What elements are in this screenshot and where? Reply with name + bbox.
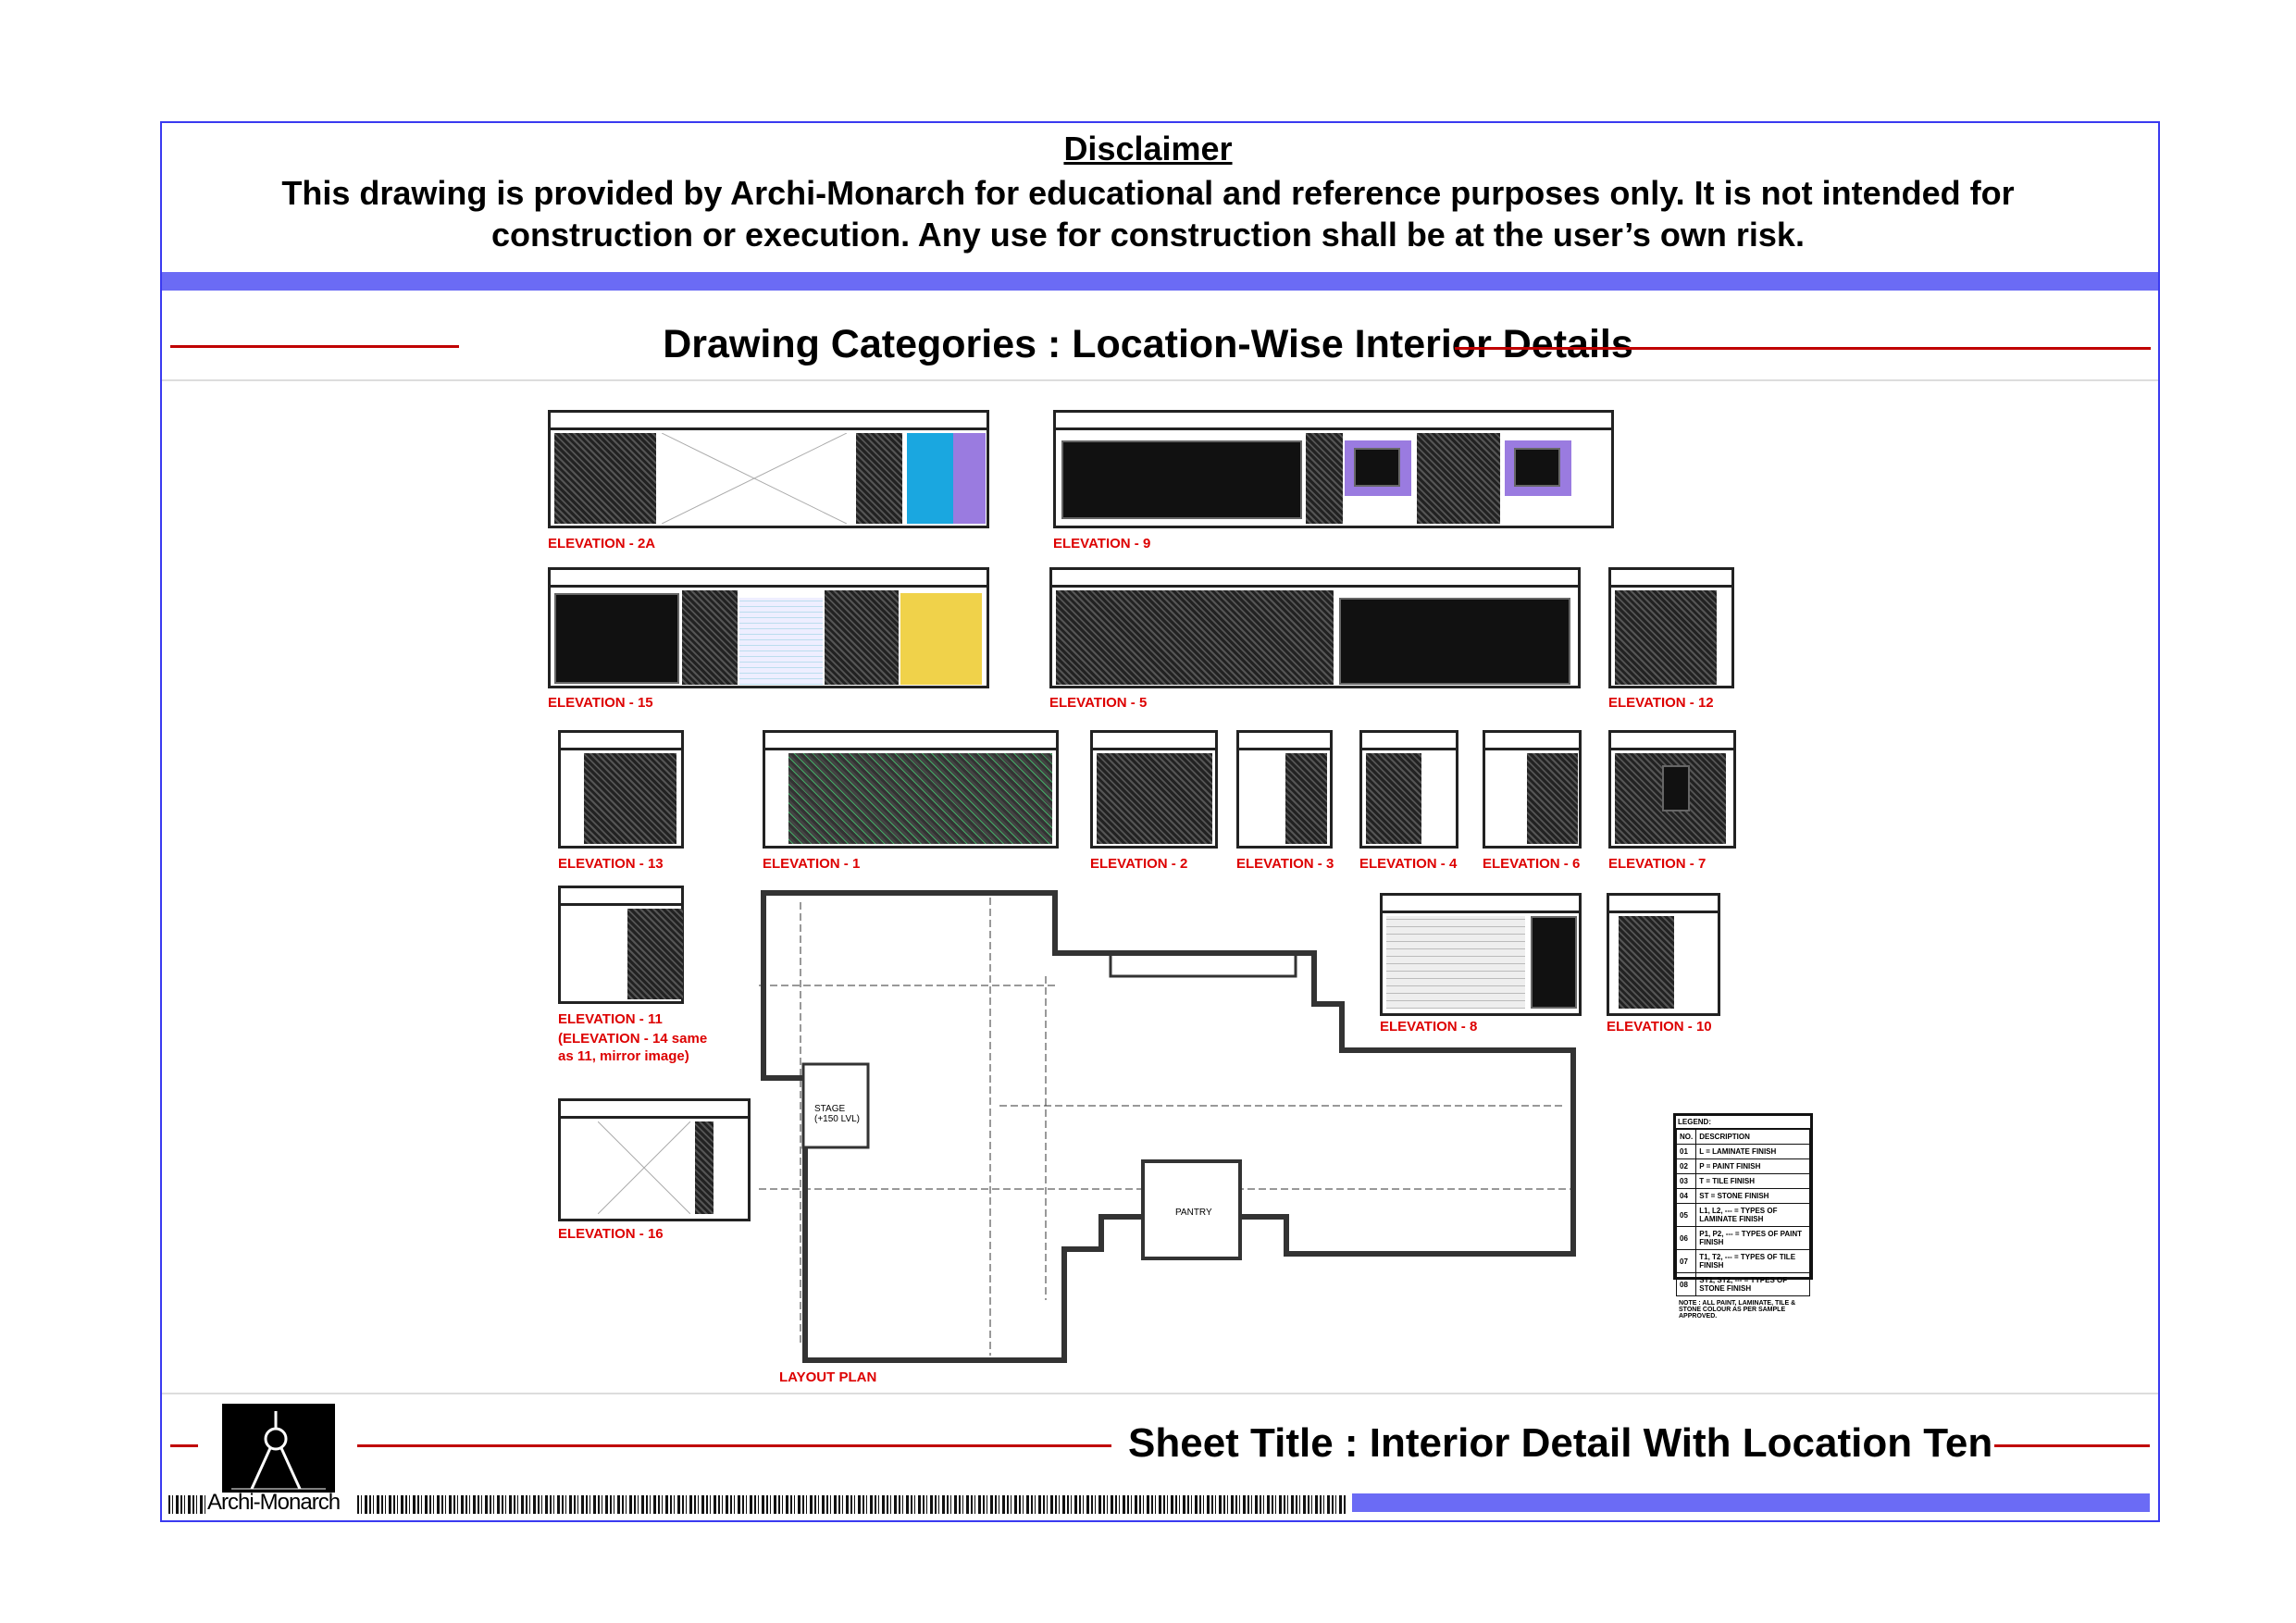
- elevation-16-label: ELEVATION - 16: [558, 1226, 664, 1242]
- layout-plan-label: LAYOUT PLAN: [779, 1369, 877, 1385]
- elevation-9-drawing: [1053, 410, 1614, 528]
- elevation-6-label: ELEVATION - 6: [1483, 856, 1581, 872]
- elevation-12-drawing: [1608, 567, 1734, 688]
- legend-number: 07: [1675, 1249, 1697, 1273]
- legend-note: NOTE : ALL PAINT, LAMINATE, TILE & STONE…: [1679, 1300, 1796, 1319]
- elevation-7-drawing: [1608, 730, 1736, 849]
- elevation-1-label: ELEVATION - 1: [763, 856, 861, 872]
- disclaimer-heading: Disclaimer: [1063, 130, 1233, 167]
- elevation-5-label: ELEVATION - 5: [1049, 695, 1148, 711]
- elevation-15-drawing: [548, 567, 989, 688]
- legend-description: P = PAINT FINISH: [1695, 1158, 1810, 1174]
- elevation-11-drawing: [558, 886, 684, 1004]
- title-rule-left: [170, 345, 459, 348]
- top-band: [162, 272, 2158, 291]
- legend-number: 05: [1675, 1203, 1697, 1227]
- footer-rule-right: [1994, 1444, 2150, 1447]
- pantry-label: PANTRY: [1175, 1208, 1212, 1218]
- legend-title: LEGEND:: [1676, 1116, 1810, 1129]
- legend-header-no: NO.: [1675, 1129, 1697, 1145]
- elevation-11-note: (ELEVATION - 14 same as 11, mirror image…: [558, 1031, 708, 1064]
- elevation-13-label: ELEVATION - 13: [558, 856, 664, 872]
- elevation-5-drawing: [1049, 567, 1581, 688]
- elevation-4-drawing: [1359, 730, 1458, 849]
- legend-number: 01: [1675, 1144, 1697, 1159]
- category-title: Drawing Categories : Location-Wise Inter…: [663, 322, 1633, 366]
- legend-number: 06: [1675, 1226, 1697, 1250]
- legend-description: L = LAMINATE FINISH: [1695, 1144, 1810, 1159]
- legend-description: ST1, ST2, --- = TYPES OF STONE FINISH: [1695, 1272, 1810, 1296]
- archi-monarch-logo: [222, 1404, 335, 1493]
- elevation-13-drawing: [558, 730, 684, 849]
- legend-header-desc: DESCRIPTION: [1695, 1129, 1810, 1145]
- elevation-2a-drawing: [548, 410, 989, 528]
- elevation-16-drawing: [558, 1098, 751, 1221]
- sheet-title: Sheet Title : Interior Detail With Locat…: [1128, 1420, 1993, 1466]
- elevation-3-drawing: [1236, 730, 1333, 849]
- legend-description: T = TILE FINISH: [1695, 1173, 1810, 1189]
- elevation-4-label: ELEVATION - 4: [1359, 856, 1458, 872]
- sheet-frame: [160, 121, 2160, 1522]
- legend-number: 02: [1675, 1158, 1697, 1174]
- barcode: [357, 1495, 1346, 1514]
- elevation-2-drawing: [1090, 730, 1218, 849]
- barcode-left: [168, 1495, 205, 1514]
- footer-rule-left: [170, 1444, 198, 1447]
- brand-name: Archi-Monarch: [207, 1490, 341, 1515]
- elevation-3-label: ELEVATION - 3: [1236, 856, 1334, 872]
- layout-plan-drawing: [759, 890, 1576, 1363]
- legend-number: 08: [1675, 1272, 1697, 1296]
- legend-number: 04: [1675, 1188, 1697, 1204]
- elevation-15-label: ELEVATION - 15: [548, 695, 653, 711]
- legend-description: L1, L2, --- = TYPES OF LAMINATE FINISH: [1695, 1203, 1810, 1227]
- elevation-1-drawing: [763, 730, 1059, 849]
- elevation-12-label: ELEVATION - 12: [1608, 695, 1714, 711]
- elevation-2a-label: ELEVATION - 2A: [548, 536, 656, 551]
- elevation-2-label: ELEVATION - 2: [1090, 856, 1188, 872]
- elevation-8-label: ELEVATION - 8: [1380, 1019, 1478, 1035]
- legend-description: T1, T2, --- = TYPES OF TILE FINISH: [1695, 1249, 1810, 1273]
- footer-band: [1352, 1493, 2150, 1512]
- legend-description: P1, P2, --- = TYPES OF PAINT FINISH: [1695, 1226, 1810, 1250]
- elevation-7-label: ELEVATION - 7: [1608, 856, 1706, 872]
- elevation-9-label: ELEVATION - 9: [1053, 536, 1151, 551]
- footer-rule-mid: [357, 1444, 1111, 1447]
- divider: [162, 379, 2158, 381]
- elevation-6-drawing: [1483, 730, 1582, 849]
- footer-divider: [162, 1393, 2158, 1394]
- elevation-10-label: ELEVATION - 10: [1607, 1019, 1712, 1035]
- disclaimer-text: This drawing is provided by Archi-Monarc…: [281, 174, 2015, 254]
- elevation-10-drawing: [1607, 893, 1720, 1016]
- legend-description: ST = STONE FINISH: [1695, 1188, 1810, 1204]
- elevation-11-label: ELEVATION - 11: [558, 1011, 663, 1027]
- legend-number: 03: [1675, 1173, 1697, 1189]
- stage-label: STAGE (+150 LVL): [814, 1104, 861, 1124]
- elevation-8-drawing: [1380, 893, 1582, 1016]
- title-rule-right: [1455, 347, 2151, 350]
